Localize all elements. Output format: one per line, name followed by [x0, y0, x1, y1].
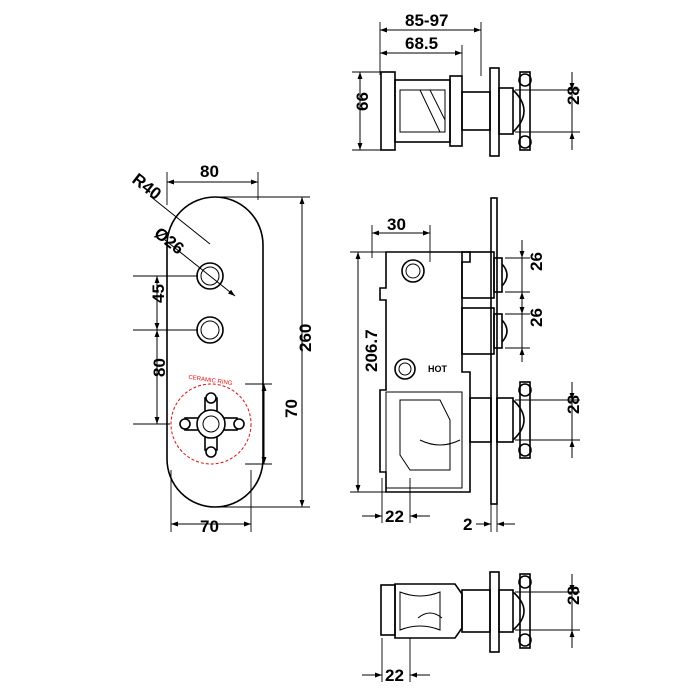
- dim-outlet-1: 26: [527, 252, 546, 271]
- side-plate: [490, 197, 498, 505]
- dim-spacing-2: 80: [150, 358, 169, 377]
- cross-handle: [179, 392, 245, 458]
- dim-width-top: 80: [200, 162, 219, 181]
- dim-handle-height: 70: [282, 399, 301, 418]
- dim-body-height: 206.7: [362, 329, 381, 372]
- dim-side-bottom-offset: 22: [385, 507, 404, 526]
- faceplate-outline: [166, 196, 264, 508]
- bottom-view: 28 22: [362, 571, 583, 685]
- dim-bottom-handle-dia: 28: [564, 586, 583, 605]
- dim-width-bottom: 70: [200, 517, 219, 536]
- dim-height-body: 66: [353, 92, 372, 111]
- ceramic-ring-label: CERAMIC RING: [188, 375, 233, 387]
- dim-outlet-offset: 30: [387, 215, 406, 234]
- dim-top-handle-dia: 28: [564, 86, 583, 105]
- dim-plate-thickness: 2: [463, 515, 472, 534]
- dim-depth-body: 68.5: [405, 34, 438, 53]
- ceramic-ring: [170, 383, 252, 465]
- front-view: CERAMIC RING 80 R40 Ø26 45 80: [129, 162, 315, 536]
- dim-outlet-2: 26: [527, 308, 546, 327]
- hot-inlet: [394, 358, 416, 380]
- dim-depth-range: 85-97: [405, 11, 448, 30]
- dim-side-handle-dia: 28: [564, 395, 583, 414]
- dim-height-total: 260: [296, 324, 315, 352]
- top-view: 85-97 68.5 66 28: [352, 11, 583, 157]
- side-view: HOT 30 206.7: [350, 197, 583, 534]
- dim-spacing-1: 45: [149, 284, 168, 303]
- dim-bottom-offset: 22: [385, 666, 404, 685]
- dim-radius: R40: [129, 170, 165, 204]
- inlet-hot-label: HOT: [428, 364, 448, 374]
- top-inlet: [401, 259, 425, 283]
